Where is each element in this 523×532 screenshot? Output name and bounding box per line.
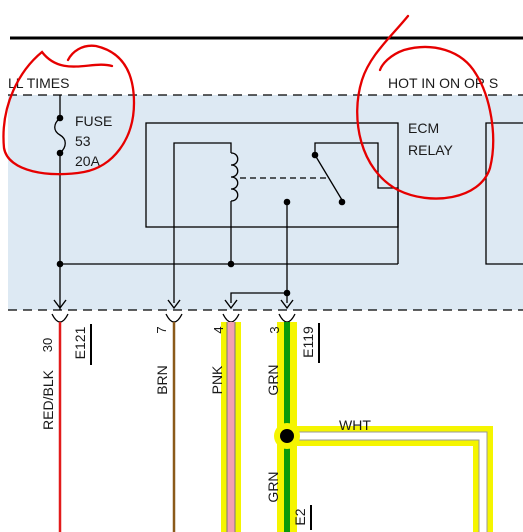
fuse-relay-box xyxy=(8,95,523,310)
fuse-symbol xyxy=(54,117,66,154)
relay-coil xyxy=(230,152,239,202)
pin4-feed-junction xyxy=(283,289,291,297)
pin3-arrow xyxy=(280,299,294,310)
switch-supply-wire xyxy=(314,142,399,264)
pin30-arrow xyxy=(53,299,67,310)
pin4-arrow xyxy=(224,299,238,310)
pin30-number: 30 xyxy=(40,338,55,352)
wire-color-brn: BRN xyxy=(154,365,170,395)
pin7-cup xyxy=(165,313,183,323)
annotation-circle-relay xyxy=(356,14,495,200)
wht-wire-outline xyxy=(287,431,488,532)
wire-color-pnk: PNK xyxy=(209,365,225,394)
relay-name-line2: RELAY xyxy=(408,142,454,158)
header-left-text: LL TIMES xyxy=(8,75,69,91)
connector-e2-label: E2 xyxy=(292,508,308,525)
pin4-feed-wire xyxy=(230,292,287,303)
wire-color-wht: WHT xyxy=(339,417,371,433)
wire-color-grn-lower: GRN xyxy=(265,471,281,502)
header-right-text: HOT IN ON OR S xyxy=(388,75,498,91)
wire-color-grn-upper: GRN xyxy=(265,364,281,395)
pin3-number: 3 xyxy=(267,326,282,333)
annotation-circle-fuse xyxy=(2,44,136,176)
pin7-number: 7 xyxy=(154,326,169,333)
pin7-arrow xyxy=(167,299,181,310)
relay-box xyxy=(145,122,399,228)
pin3-cup xyxy=(278,313,296,323)
wire-color-red-blk: RED/BLK xyxy=(40,369,56,430)
wht-wire-highlight xyxy=(287,426,493,532)
connector-e121-label: E121 xyxy=(72,326,88,359)
connector-e119-label: E119 xyxy=(300,326,316,358)
fuse-rating: 20A xyxy=(75,153,101,169)
relay-name-line1: ECM xyxy=(408,120,439,136)
switch-output-contact xyxy=(338,198,346,206)
fuse-number: 53 xyxy=(75,133,91,149)
wht-wire xyxy=(287,432,487,532)
pin4-number: 4 xyxy=(211,326,226,333)
fuse-terminal-top xyxy=(56,114,64,122)
adjacent-component-box xyxy=(485,122,523,265)
switch-blade xyxy=(314,154,343,201)
pin4-cup xyxy=(222,313,240,323)
pin30-cup xyxy=(51,313,69,323)
splice-point xyxy=(280,429,294,443)
fuse-label: FUSE xyxy=(75,113,112,129)
coil-top-wire xyxy=(173,142,232,303)
